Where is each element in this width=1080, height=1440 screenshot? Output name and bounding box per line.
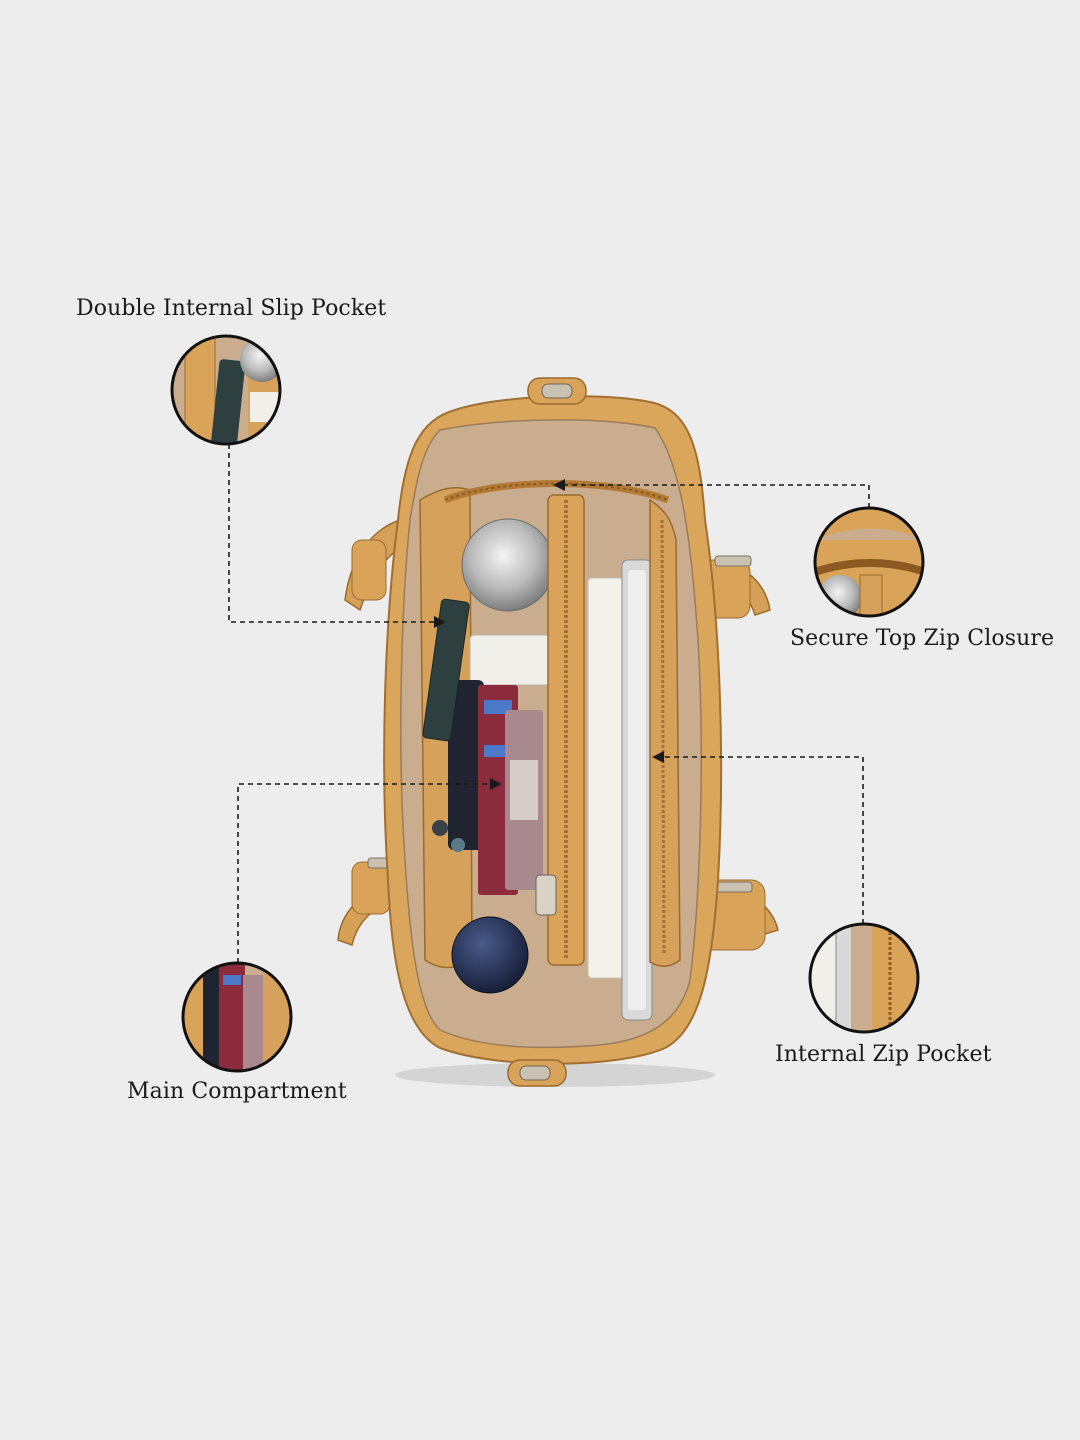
- main-compartment-contents: [422, 518, 555, 994]
- zip-closure-label: Secure Top Zip Closure: [790, 626, 1055, 651]
- leader-arrowheads: [434, 479, 664, 790]
- main-compartment-detail-circle: [181, 961, 293, 1073]
- right-handle-tabs: [699, 555, 779, 951]
- zip-pocket-panel: [649, 498, 681, 967]
- zip-pocket-detail-circle: [808, 922, 920, 1034]
- slip-pocket-detail-circle: [170, 334, 282, 446]
- top-zip-detail-circle: [813, 506, 925, 618]
- leader-lines: [228, 444, 870, 963]
- notebook-and-tablet: [587, 559, 653, 1021]
- slip-pocket-label: Double Internal Slip Pocket: [76, 296, 387, 321]
- center-zip-divider: [535, 494, 585, 966]
- zip-pocket-label: Internal Zip Pocket: [775, 1042, 992, 1067]
- main-compartment-label: Main Compartment: [127, 1079, 347, 1104]
